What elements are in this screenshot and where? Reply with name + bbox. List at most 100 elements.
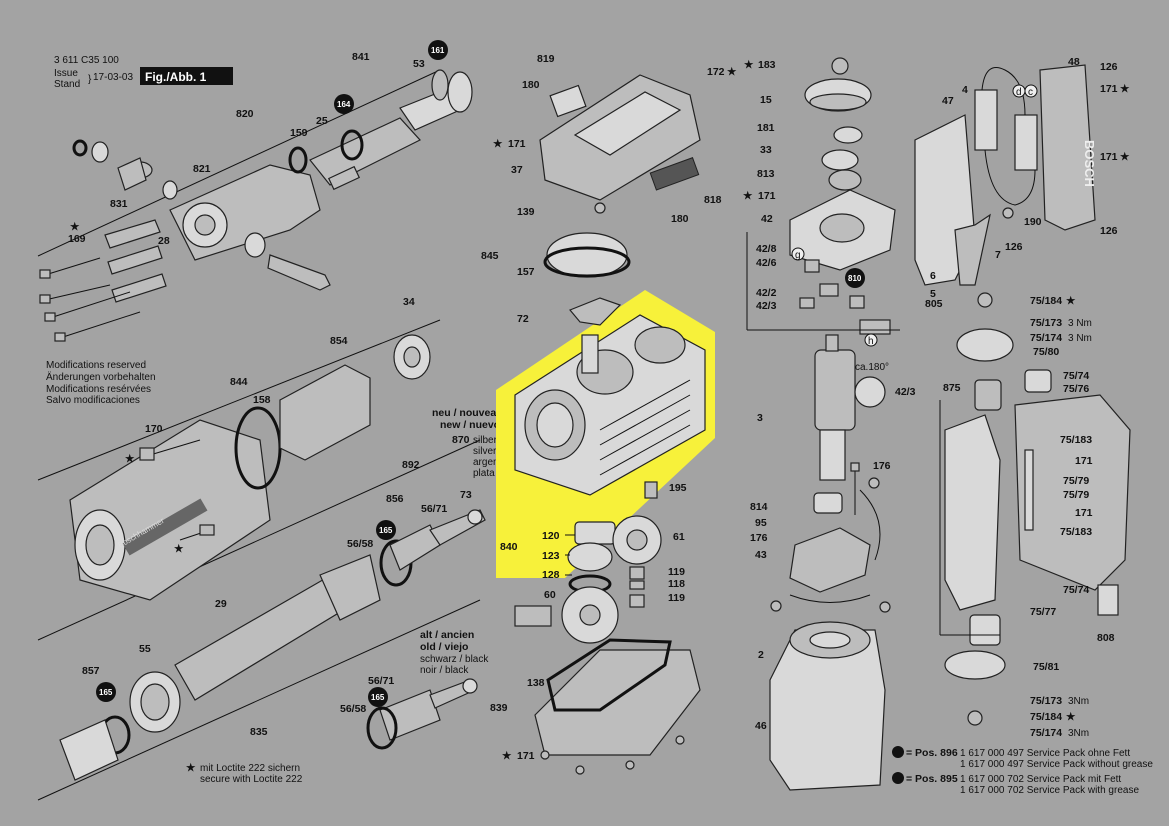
label-892: 892: [402, 459, 420, 471]
label-171e: 171: [1100, 151, 1118, 163]
washer-181: [833, 126, 863, 144]
armature-3: [814, 349, 856, 431]
letter-d: d: [1016, 87, 1022, 98]
brace: }: [88, 74, 92, 85]
mod-line-4: Salvo modificaciones: [46, 395, 140, 406]
switch-190: [1014, 114, 1038, 171]
label-856: 856: [386, 493, 404, 505]
motor-assembly: [769, 57, 896, 791]
label-60: 60: [544, 589, 556, 601]
label-119b: 119: [668, 592, 685, 604]
label-75-174: 75/174: [1030, 332, 1062, 344]
silver-4: plata: [473, 468, 495, 479]
label-126: 126: [1100, 61, 1118, 73]
label-831: 831: [110, 198, 128, 210]
bearing-120: [574, 521, 616, 545]
label-75-183: 75/183: [1060, 434, 1092, 446]
modifications-note: Modifications reserved Änderungen vorbeh…: [46, 360, 156, 406]
label-75-173: 75/173: [1030, 317, 1062, 329]
bearing-814: [813, 492, 843, 514]
label-42: 42: [761, 213, 773, 225]
housing-839: [534, 649, 701, 756]
label-55: 55: [139, 643, 151, 655]
label-857: 857: [82, 665, 100, 677]
label-139: 139: [517, 206, 535, 218]
seal-818: [649, 157, 700, 191]
label-180: 180: [522, 79, 540, 91]
star-171b: ★: [502, 750, 512, 762]
loctite-note: ★ mit Loctite 222 sichern secure with Lo…: [186, 762, 303, 785]
brush-holder-43: [789, 527, 871, 593]
springs-831: [39, 219, 167, 342]
bearing-123: [567, 542, 613, 572]
gasket-138: [546, 638, 672, 712]
loctite-1: mit Loctite 222 sichern: [200, 763, 300, 774]
nm-2: 3 Nm: [1068, 333, 1092, 344]
label-75-77: 75/77: [1030, 606, 1056, 618]
tool-holder-assembly: [72, 69, 473, 291]
label-plate-808: [1097, 584, 1119, 616]
label-95: 95: [755, 517, 767, 529]
label-2: 2: [758, 649, 764, 661]
new-old-notes: neu / nouveau new / nuevo silber silver …: [420, 407, 503, 676]
labels-base: 138 839 ★ 171: [490, 677, 545, 762]
label-171: 171: [508, 138, 526, 150]
labels-center-top: 819 180 172 ★ ★ 171 37 818 180 139 845 1…: [481, 53, 737, 325]
label-48: 48: [1068, 56, 1080, 68]
label-4: 4: [962, 84, 968, 96]
label-56-58-b: 56/58: [340, 703, 366, 715]
labels-top-left: 841 53 820 159 25 821 831 169 28 ★: [68, 51, 425, 247]
label-845: 845: [481, 250, 499, 262]
part-75-77: [969, 614, 1001, 646]
needle-119a: [629, 566, 645, 580]
label-6: 6: [930, 270, 936, 282]
label-195: 195: [669, 482, 687, 494]
label-118: 118: [668, 578, 685, 590]
star-169: ★: [70, 221, 80, 233]
label-5: 5: [930, 288, 936, 300]
badge-161: 161: [431, 46, 445, 55]
stand-label: Stand: [54, 79, 80, 90]
part-75-74: [1024, 369, 1052, 393]
label-34: 34: [403, 296, 415, 308]
switch-4: [974, 89, 998, 151]
badge-165-a: 165: [379, 526, 393, 535]
labels-handle: 48 126 171 ★ 171 ★ 126 47 4 190 126 7 6 …: [925, 56, 1130, 310]
label-839: 839: [490, 702, 508, 714]
label-47: 47: [942, 95, 954, 107]
legend-896-en: 1 617 000 497 Service Pack without greas…: [960, 759, 1153, 770]
label-840: 840: [500, 541, 518, 553]
mod-line-2: Änderungen vorbehalten: [46, 371, 156, 383]
label-56-71: 56/71: [421, 503, 447, 515]
label-170: 170: [145, 423, 163, 435]
label-75-80: 75/80: [1033, 346, 1059, 358]
letter-g: g: [795, 250, 801, 261]
label-75-81: 75/81: [1033, 661, 1059, 673]
label-56-71-b: 56/71: [368, 675, 394, 687]
locking-pin-28: [267, 254, 331, 291]
hammer-housing: Boschhammer: [69, 334, 431, 601]
label-123: 123: [542, 550, 560, 562]
cover-disc-845: [546, 232, 628, 278]
label-29: 29: [215, 598, 227, 610]
silver-2: silver: [473, 446, 497, 457]
o-ring-159: [288, 146, 308, 174]
label-814: 814: [750, 501, 768, 513]
bearing-33: [821, 149, 859, 171]
nut-183: [831, 57, 849, 75]
nm-1: 3 Nm: [1068, 318, 1092, 329]
impact-sleeve-854: [279, 364, 371, 461]
handle-body-875: [944, 414, 1001, 611]
label-190: 190: [1024, 216, 1042, 228]
header-block: 3 611 C35 100 Issue Stand } 17-03-03 Fig…: [54, 55, 233, 90]
old-label-1: alt / ancien: [420, 629, 474, 641]
label-844: 844: [230, 376, 248, 388]
aux-handle-assembly: [939, 292, 1131, 726]
cap-75-81: [944, 650, 1006, 680]
labels-aux-handle: 75/184 ★ 75/173 3 Nm 75/174 3 Nm 75/80 8…: [943, 295, 1115, 739]
label-73: 73: [460, 489, 472, 501]
label-3: 3: [757, 412, 763, 424]
label-126b: 126: [1100, 225, 1118, 237]
part-number: 3 611 C35 100: [54, 55, 119, 66]
label-138: 138: [527, 677, 545, 689]
